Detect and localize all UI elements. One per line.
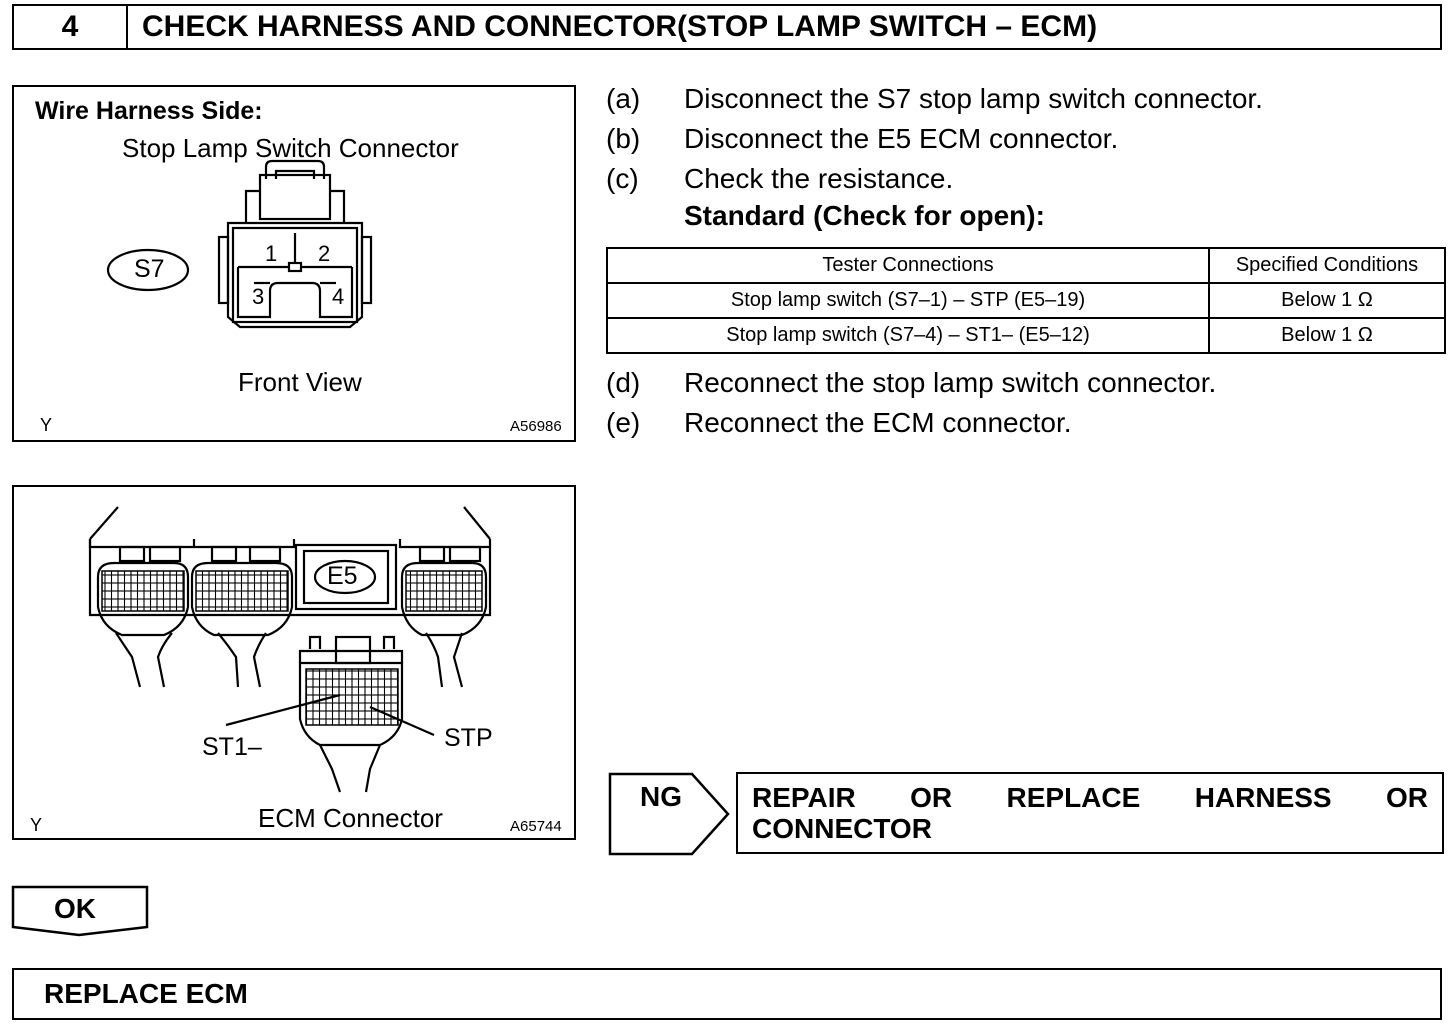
final-action-text: REPLACE ECM xyxy=(44,978,248,1009)
table-cell: Below 1 Ω xyxy=(1208,317,1446,354)
ecm-connector-name: ECM Connector xyxy=(258,803,443,833)
instruction-text: Disconnect the S7 stop lamp switch conne… xyxy=(684,83,1263,114)
instruction-label: (b) xyxy=(606,123,641,154)
stop-lamp-connector-drawing xyxy=(106,159,373,329)
pin-1: 1 xyxy=(265,241,278,266)
instruction-label: (a) xyxy=(606,83,641,114)
st1-label: ST1– xyxy=(202,733,262,761)
pin-4: 4 xyxy=(332,284,345,309)
ng-result-word: OR xyxy=(1386,782,1428,813)
figure1-corner-letter: Y xyxy=(40,415,53,435)
ng-result-box: REPAIR OR REPLACE HARNESS OR CONNECTOR xyxy=(736,772,1444,854)
instruction-c: (c) Check the resistance. xyxy=(606,163,953,195)
pin-3: 3 xyxy=(252,284,265,309)
ok-label: OK xyxy=(54,893,96,924)
standard-heading: Standard (Check for open): xyxy=(684,200,1045,231)
stp-label: STP xyxy=(444,724,493,752)
instruction-text: Disconnect the E5 ECM connector. xyxy=(684,123,1119,154)
ok-arrow-badge xyxy=(11,885,149,937)
spec-table: Tester Connections Specified Conditions … xyxy=(606,247,1446,354)
step-header: 4 CHECK HARNESS AND CONNECTOR(STOP LAMP … xyxy=(12,4,1442,50)
ng-result-word: OR xyxy=(910,782,953,813)
instruction-a: (a) Disconnect the S7 stop lamp switch co… xyxy=(606,83,1263,115)
pin-2: 2 xyxy=(318,241,331,266)
instruction-b: (b) Disconnect the E5 ECM connector. xyxy=(606,123,1118,155)
ng-result-line-1: REPAIR OR REPLACE HARNESS OR xyxy=(752,782,1428,813)
instruction-label: (e) xyxy=(606,407,641,438)
front-view-label: Front View xyxy=(238,367,362,397)
table-header-row: Tester Connections Specified Conditions xyxy=(606,247,1446,284)
ng-result-line-2: CONNECTOR xyxy=(752,813,932,844)
figure1-id: A56986 xyxy=(510,418,562,435)
figure2-id: A65744 xyxy=(510,818,562,835)
e5-code: E5 xyxy=(327,562,358,590)
instruction-d: (d) Reconnect the stop lamp switch connec… xyxy=(606,367,1216,399)
ng-result-word: HARNESS xyxy=(1194,782,1332,813)
instruction-e: (e) Reconnect the ECM connector. xyxy=(606,407,1072,439)
table-cell: Below 1 Ω xyxy=(1208,282,1446,319)
table-cell: Stop lamp switch (S7–4) – ST1– (E5–12) xyxy=(606,317,1210,354)
figure2-corner-letter: Y xyxy=(30,815,43,835)
ng-result-word: REPAIR xyxy=(752,782,856,813)
wire-harness-side-label: Wire Harness Side: xyxy=(35,97,263,125)
instruction-text: Check the resistance. xyxy=(684,163,954,194)
ng-result-word: REPLACE xyxy=(1006,782,1141,813)
instruction-text: Reconnect the ECM connector. xyxy=(684,407,1072,438)
table-cell: Stop lamp switch (S7–1) – STP (E5–19) xyxy=(606,282,1210,319)
table-row: Stop lamp switch (S7–1) – STP (E5–19) Be… xyxy=(606,282,1446,319)
stop-lamp-connector-name: Stop Lamp Switch Connector xyxy=(122,133,459,163)
s7-code-ellipse xyxy=(106,248,190,292)
final-action-box: REPLACE ECM xyxy=(12,968,1442,1020)
ecm-connector-drawing xyxy=(88,506,492,793)
ng-arrow-badge xyxy=(608,772,730,856)
instruction-label: (d) xyxy=(606,367,641,398)
header-tester-connections: Tester Connections xyxy=(606,247,1210,284)
step-number: 4 xyxy=(14,6,128,48)
instruction-text: Reconnect the stop lamp switch connector… xyxy=(684,367,1217,398)
figure-ecm-connector: E5 ST1– STP ECM Connector Y A65744 xyxy=(12,485,576,840)
header-specified-conditions: Specified Conditions xyxy=(1208,247,1446,284)
table-row: Stop lamp switch (S7–4) – ST1– (E5–12) B… xyxy=(606,317,1446,354)
figure-stop-lamp-switch-connector: Wire Harness Side: Stop Lamp Switch Conn… xyxy=(12,85,576,442)
step-title: CHECK HARNESS AND CONNECTOR(STOP LAMP SW… xyxy=(142,10,1098,43)
s7-code: S7 xyxy=(134,255,165,283)
instruction-label: (c) xyxy=(606,163,639,194)
ng-label: NG xyxy=(640,781,682,812)
